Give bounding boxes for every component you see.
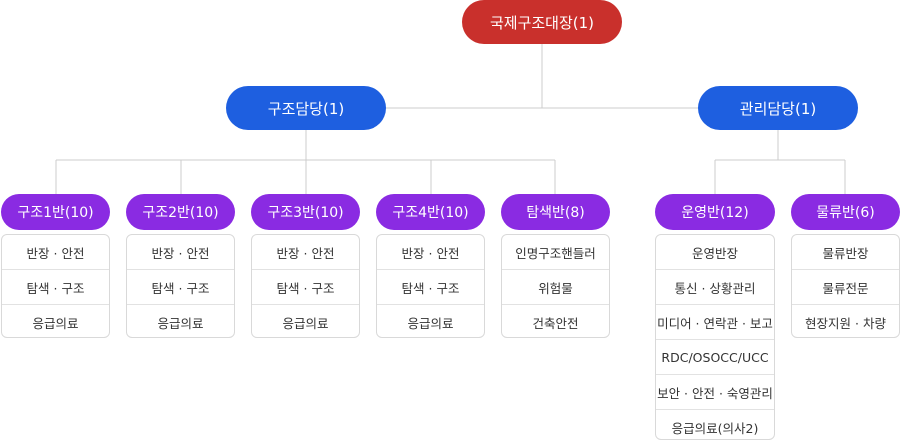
duty-item: 응급의료 [157, 315, 204, 331]
duty-item: RDC/OSOCC/UCC [656, 340, 774, 375]
duty-list-rescue-2: 반장 · 안전 탐색 · 구조 응급의료 [126, 234, 235, 338]
node-division-rescue: 구조담당(1) [226, 86, 386, 130]
duty-list-rescue-1: 반장 · 안전 탐색 · 구조 응급의료 [1, 234, 110, 338]
duty-item: 물류반장 [792, 235, 899, 270]
duty-item: 미디어 · 연락관 · 보고 [656, 305, 774, 340]
duty-item: 위험물 [502, 270, 609, 305]
duty-item: 물류전문 [792, 270, 899, 305]
duty-item: 응급의료 [407, 315, 454, 331]
duty-item: 건축안전 [532, 315, 579, 331]
node-team-rescue-2: 구조2반(10) [126, 194, 235, 230]
duty-item: 탐색 · 구조 [377, 270, 484, 305]
node-team-logistics: 물류반(6) [791, 194, 900, 230]
duty-item: 응급의료 [282, 315, 329, 331]
node-top-commander: 국제구조대장(1) [462, 0, 622, 44]
duty-list-rescue-3: 반장 · 안전 탐색 · 구조 응급의료 [251, 234, 360, 338]
duty-item: 탐색 · 구조 [2, 270, 109, 305]
duty-list-search: 인명구조핸들러 위험물 건축안전 [501, 234, 610, 338]
duty-item: 반장 · 안전 [127, 235, 234, 270]
node-team-rescue-4: 구조4반(10) [376, 194, 485, 230]
node-division-management: 관리담당(1) [698, 86, 858, 130]
duty-item: 현장지원 · 차량 [805, 315, 886, 331]
duty-item: 응급의료 [32, 315, 79, 331]
duty-item: 통신 · 상황관리 [656, 270, 774, 305]
duty-list-logistics: 물류반장 물류전문 현장지원 · 차량 [791, 234, 900, 338]
node-team-rescue-1: 구조1반(10) [1, 194, 110, 230]
node-team-rescue-3: 구조3반(10) [251, 194, 360, 230]
duty-item: 운영반장 [656, 235, 774, 270]
duty-item: 탐색 · 구조 [127, 270, 234, 305]
node-team-operations: 운영반(12) [655, 194, 775, 230]
duty-item: 응급의료(의사2) [671, 420, 759, 436]
duty-item: 반장 · 안전 [2, 235, 109, 270]
duty-item: 보안 · 안전 · 숙영관리 [656, 375, 774, 410]
duty-item: 반장 · 안전 [377, 235, 484, 270]
duty-list-rescue-4: 반장 · 안전 탐색 · 구조 응급의료 [376, 234, 485, 338]
duty-item: 인명구조핸들러 [502, 235, 609, 270]
duty-item: 반장 · 안전 [252, 235, 359, 270]
node-team-search: 탐색반(8) [501, 194, 610, 230]
duty-list-operations: 운영반장 통신 · 상황관리 미디어 · 연락관 · 보고 RDC/OSOCC/… [655, 234, 775, 440]
duty-item: 탐색 · 구조 [252, 270, 359, 305]
